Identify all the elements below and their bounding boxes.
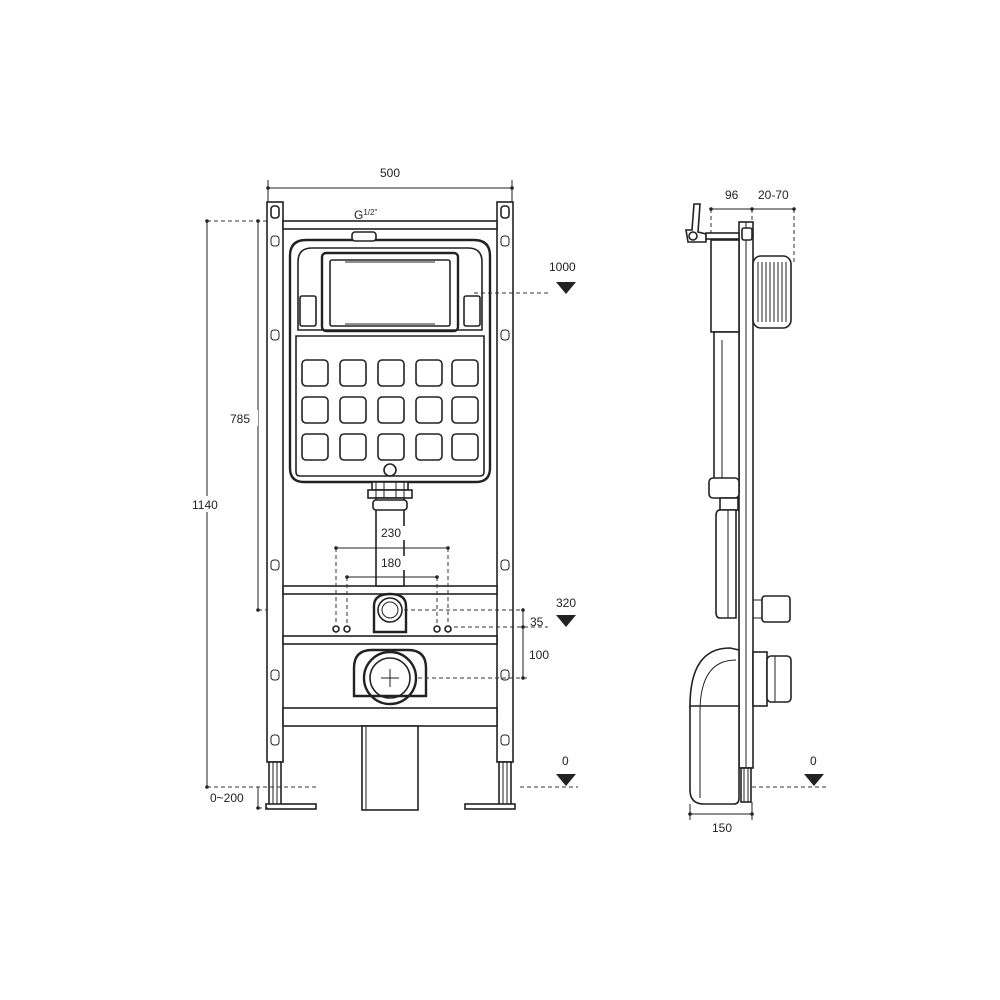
wall-bracket	[685, 203, 753, 243]
drain-spacing-label: 100	[529, 648, 549, 662]
side-level-marker: 0	[752, 754, 828, 788]
wall-adjust-label: 20-70	[758, 188, 789, 202]
floor-level-label: 0	[562, 754, 569, 768]
cistern	[288, 231, 492, 499]
width-dimension: 500	[266, 166, 514, 202]
level-markers: 1000 320 35 100 0	[454, 260, 578, 788]
wall-sleeve	[752, 255, 792, 329]
side-view: 96 20-70	[685, 188, 828, 835]
side-post	[738, 221, 754, 803]
base-depth-label: 150	[712, 821, 732, 835]
drain-offset-label: 35	[530, 615, 544, 629]
flush-pipe	[372, 497, 408, 587]
drain-pipe	[361, 725, 419, 811]
side-flush-pipe	[715, 509, 791, 623]
adjustable-legs	[265, 761, 516, 810]
bolt-spacing-dimensions: 230 180	[332, 526, 452, 633]
button-level-label: 1000	[549, 260, 576, 274]
flush-outlet	[372, 592, 522, 634]
base-depth-dimension: 150	[688, 802, 754, 835]
leg-adjust-label: 0~200	[210, 791, 244, 805]
depth-dimensions: 96 20-70	[709, 188, 796, 262]
bolt-level-label: 320	[556, 596, 576, 610]
cistern-ribs	[301, 359, 479, 461]
bolt-outer-label: 230	[381, 526, 401, 540]
side-floor-level-label: 0	[810, 754, 817, 768]
drain-connector	[352, 648, 530, 706]
side-cistern	[708, 239, 740, 511]
cistern-depth-label: 96	[725, 188, 739, 202]
height-dimensions: 1140 785 0~200	[190, 219, 318, 810]
side-drain-elbow	[689, 647, 792, 805]
width-label: 500	[380, 166, 400, 180]
total-height-label: 1140	[192, 498, 218, 512]
bolt-inner-label: 180	[381, 556, 401, 570]
front-view: 500	[190, 166, 578, 811]
inlet-thread-label: G1/2"	[354, 208, 377, 222]
frame	[266, 201, 514, 763]
frame-height-label: 785	[230, 412, 250, 426]
